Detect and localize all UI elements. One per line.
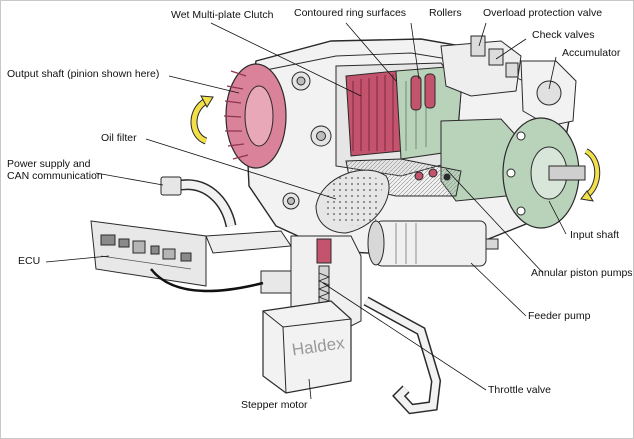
label-stepper-motor: Stepper motor (241, 399, 308, 411)
label-throttle-valve: Throttle valve (488, 384, 552, 396)
label-accumulator: Accumulator (562, 47, 621, 59)
label-output-shaft: Output shaft (pinion shown here) (7, 68, 160, 80)
output-rotation-arrow (190, 95, 214, 145)
feeder-pump (367, 220, 499, 267)
label-overload-valve: Overload protection valve (483, 7, 603, 19)
leader-lines (45, 22, 567, 400)
clutch-plates (345, 70, 402, 157)
label-power-supply-2: CAN communication (7, 170, 103, 182)
label-input-shaft: Input shaft (570, 229, 620, 241)
oil-filter (315, 169, 390, 234)
cutaway-interior (335, 62, 522, 202)
input-rotation-arrow (580, 148, 601, 202)
label-rollers: Rollers (429, 7, 462, 19)
pipe (363, 296, 442, 415)
label-feeder-pump: Feeder pump (528, 310, 591, 322)
ecu-board (90, 220, 207, 287)
accumulator (520, 60, 577, 127)
input-shaft-flange (502, 117, 586, 229)
label-ecu: ECU (18, 255, 41, 267)
label-power-supply-1: Power supply and (7, 158, 91, 170)
signal-wire (150, 268, 264, 293)
actuator-arm (205, 230, 292, 294)
label-annular-pumps: Annular piston pumps (531, 267, 633, 279)
stepper-motor: Haldex (262, 300, 352, 394)
label-oil-filter: Oil filter (101, 132, 137, 144)
label-wet-clutch: Wet Multi-plate Clutch (171, 9, 274, 21)
power-cable (160, 176, 237, 228)
label-ring-surfaces: Contoured ring surfaces (294, 7, 407, 19)
valve-block (440, 35, 522, 97)
label-check-valves: Check valves (532, 29, 595, 41)
rollers (410, 73, 436, 111)
pinion-gear (223, 63, 287, 169)
